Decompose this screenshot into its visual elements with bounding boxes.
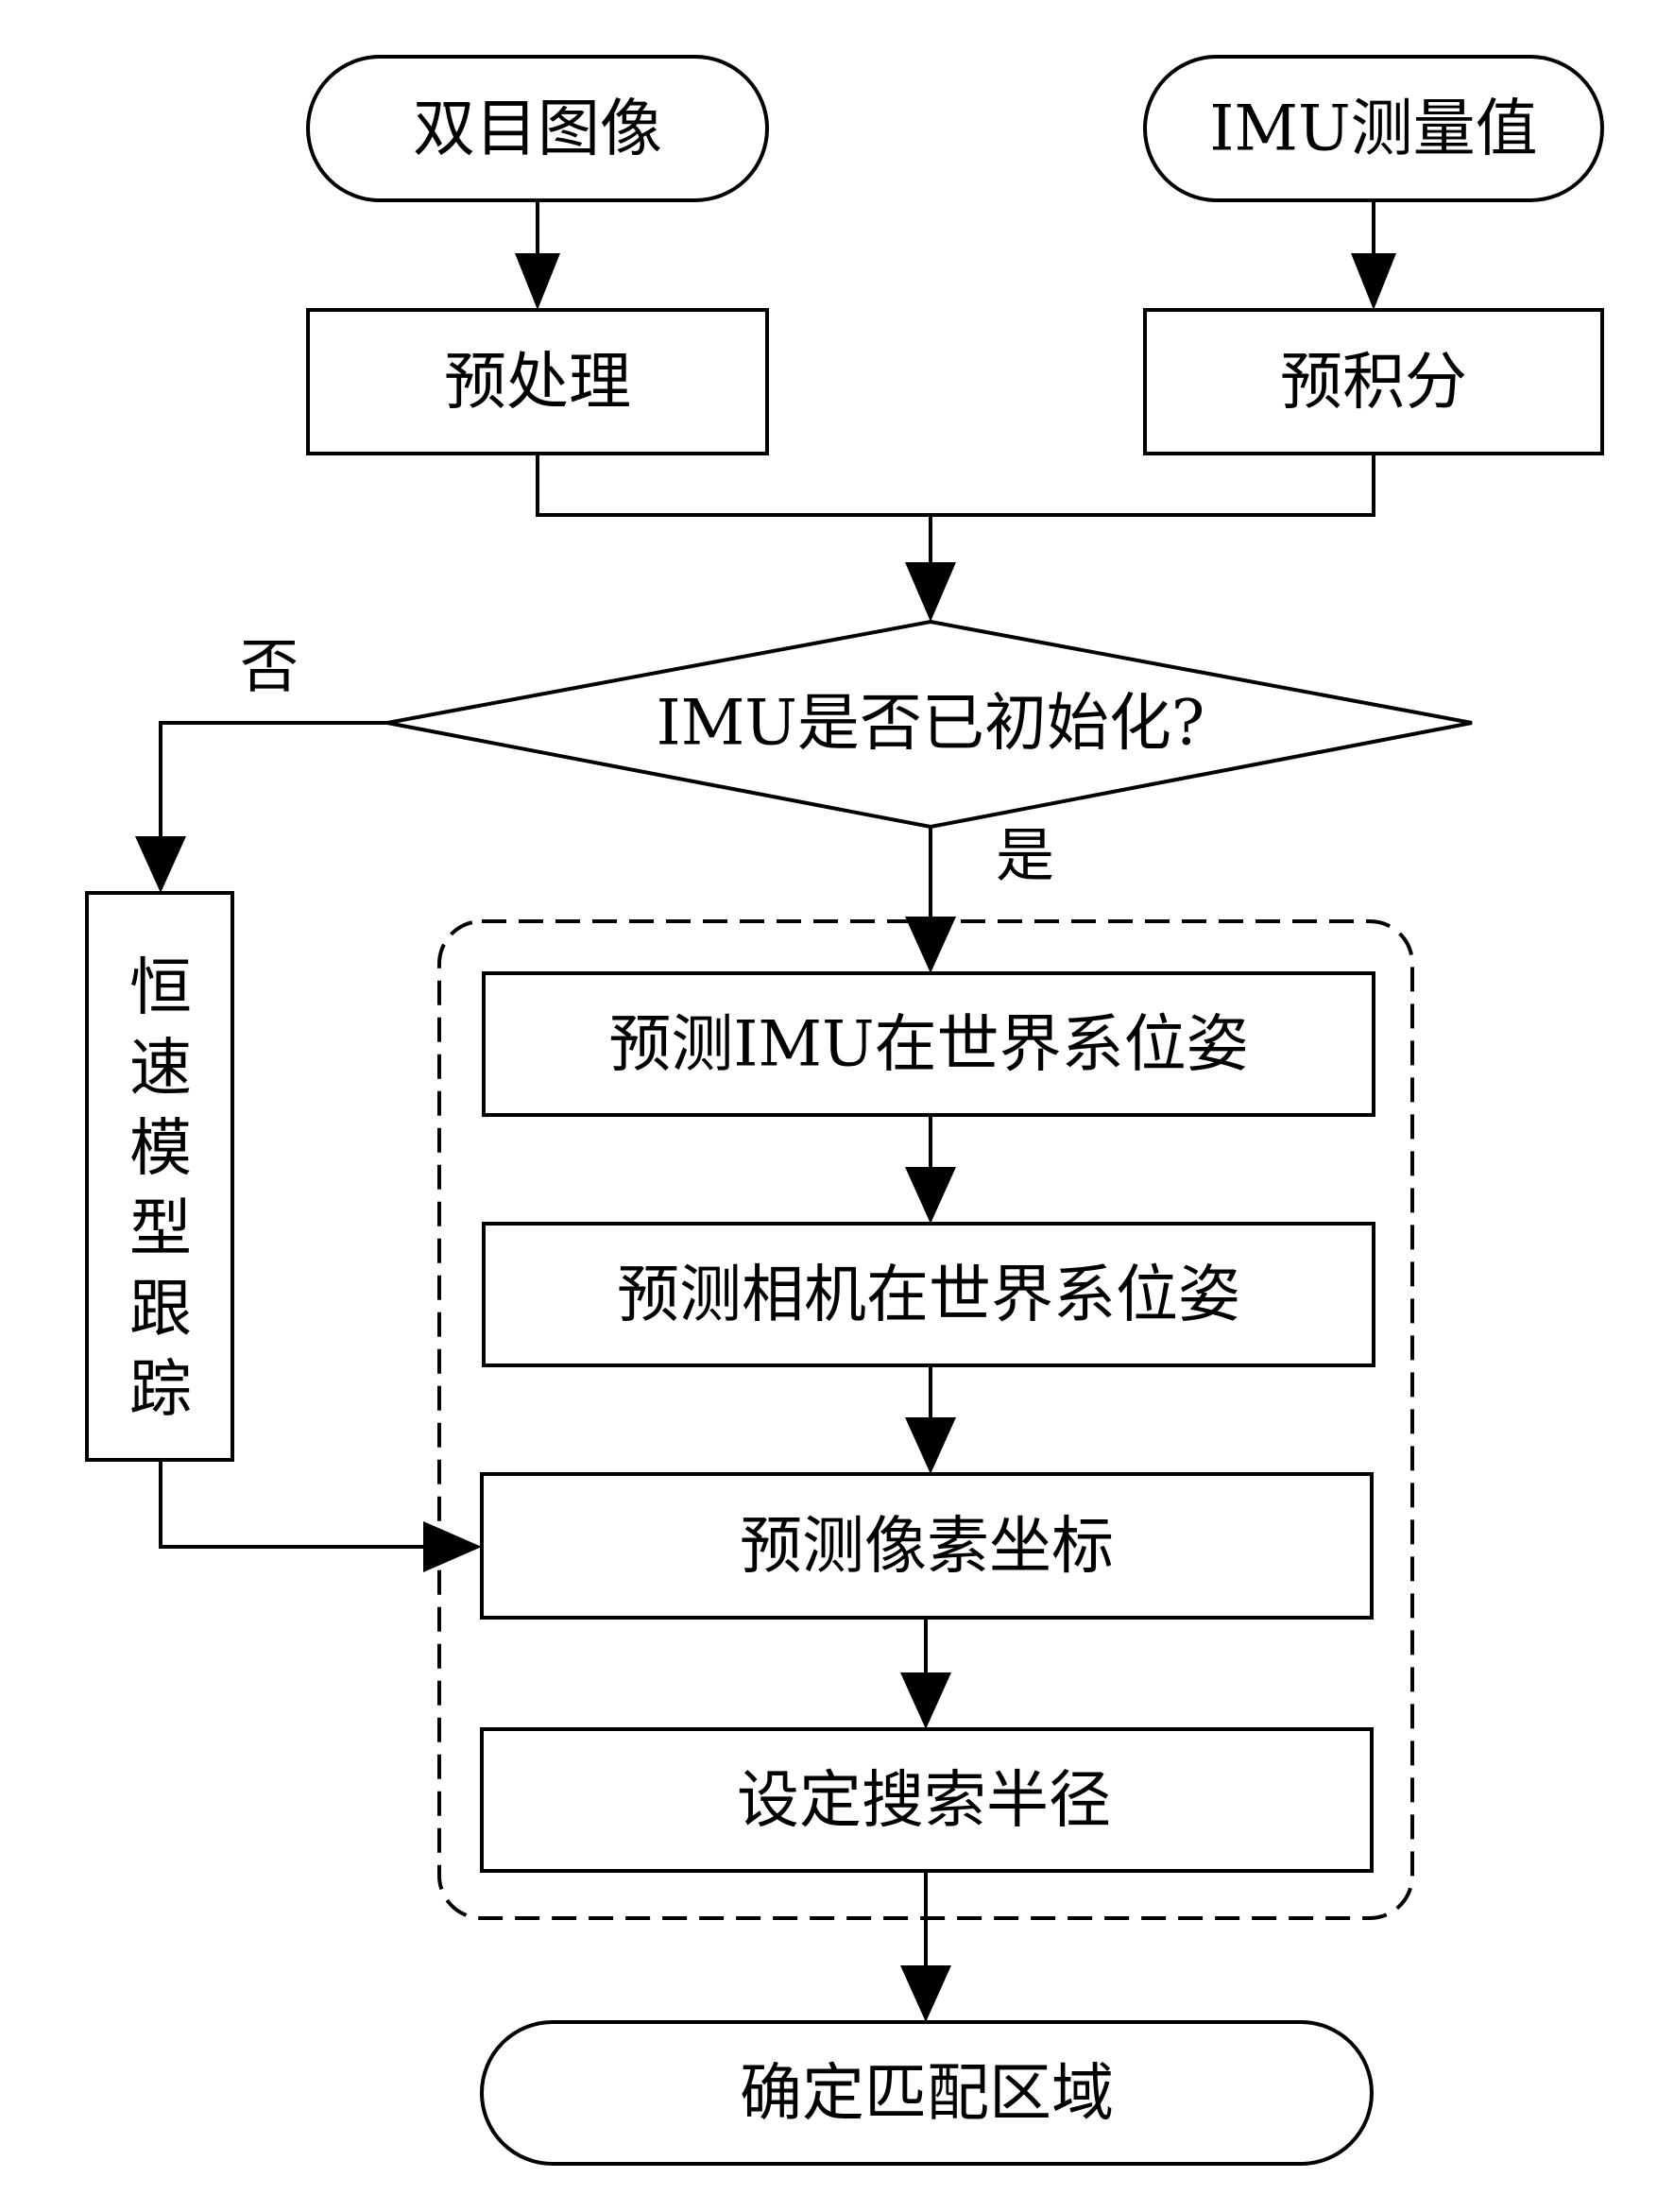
- arrowhead-match: [900, 1965, 951, 2022]
- node-imu-initialized-decision-label: IMU是否已初始化?: [657, 687, 1205, 760]
- node-set-search-radius-label: 设定搜索半径: [737, 1764, 1111, 1837]
- edge-label-no: 否: [240, 632, 299, 701]
- arrowhead-preintegrate: [1351, 253, 1396, 310]
- edge-constvel-to-predpixel: [159, 1460, 430, 1549]
- node-constant-velocity-char-4: 型: [129, 1192, 192, 1265]
- arrowhead-constvel-in: [423, 1521, 482, 1572]
- node-stereo-images: [306, 55, 769, 202]
- arrowhead-pred-pixel: [905, 1417, 956, 1474]
- node-predict-camera-pose-label: 预测相机在世界系位姿: [617, 1259, 1240, 1331]
- arrowhead-preprocess: [515, 253, 560, 310]
- node-determine-match-region-label: 确定匹配区域: [740, 2057, 1114, 2130]
- node-set-search-radius: [480, 1727, 1374, 1873]
- edge-merge-to-decision: [536, 454, 1375, 572]
- node-constant-velocity-char-3: 模: [129, 1112, 192, 1185]
- arrowhead-pred-imu: [905, 917, 956, 973]
- edge-label-yes: 是: [996, 821, 1054, 890]
- node-imu-initialized-decision: [386, 619, 1473, 830]
- node-predict-imu-pose-label: 预测IMU在世界系位姿: [608, 1008, 1248, 1081]
- node-imu-measurements-label: IMU测量值: [1209, 93, 1537, 165]
- node-constant-velocity-char-2: 速: [129, 1032, 192, 1105]
- arrowhead-decision: [905, 562, 956, 622]
- node-predict-camera-pose: [482, 1222, 1375, 1367]
- node-predict-pixel-coords: [480, 1472, 1374, 1620]
- node-predict-pixel-coords-label: 预测像素坐标: [740, 1510, 1114, 1583]
- node-preprocess: [306, 308, 769, 455]
- node-stereo-images-label: 双目图像: [413, 93, 662, 165]
- node-preprocess-label: 预处理: [444, 346, 631, 419]
- arrowhead-pred-cam: [905, 1167, 956, 1224]
- node-determine-match-region: [480, 2020, 1374, 2166]
- node-constant-velocity-char-5: 跟: [129, 1273, 192, 1346]
- arrowhead-search: [900, 1672, 951, 1729]
- node-preintegrate-label: 预积分: [1280, 346, 1467, 419]
- node-imu-measurements: [1143, 55, 1604, 202]
- arrowhead-const-vel: [135, 836, 186, 893]
- node-predict-imu-pose: [482, 971, 1375, 1117]
- edge-decision-no: [159, 721, 387, 841]
- node-preintegrate: [1143, 308, 1604, 455]
- node-constant-velocity-char-6: 踪: [129, 1353, 192, 1426]
- node-constant-velocity-char-1: 恒: [129, 952, 192, 1024]
- node-constant-velocity-tracking: [85, 891, 234, 1462]
